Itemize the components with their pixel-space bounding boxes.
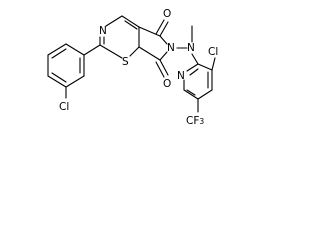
bonds [47, 15, 216, 113]
bond [186, 89, 196, 96]
bond [211, 57, 216, 71]
bond [65, 75, 85, 88]
bond [186, 63, 199, 72]
bond [191, 53, 199, 65]
carbonyl-oxygen-top-label: O [163, 8, 171, 20]
bond [155, 19, 165, 35]
bond [155, 61, 165, 78]
bond [99, 44, 123, 59]
bond [159, 21, 169, 37]
imide-nitrogen-label: N [167, 42, 175, 54]
bond [183, 89, 199, 100]
bond [189, 68, 199, 76]
sulfur-atom-label: S [122, 56, 129, 68]
bond [65, 43, 85, 56]
chlorine-atom-label: Cl [208, 46, 218, 58]
bond [121, 15, 140, 28]
bond [138, 26, 161, 37]
atom-labels: Cl N S O O N N Cl N CF3 [59, 8, 218, 127]
carbonyl-oxygen-bottom-label: O [163, 78, 171, 90]
bond [138, 46, 161, 61]
trifluoromethyl-subscript: 3 [199, 117, 204, 126]
bond [124, 20, 138, 30]
trifluoromethyl-label: CF3 [186, 115, 204, 127]
bond [51, 48, 67, 59]
bond [159, 35, 168, 45]
bond [47, 75, 67, 88]
pyridine-nitrogen-label: N [177, 70, 185, 82]
trifluoromethyl-prefix: CF [186, 115, 199, 127]
chlorine-atom-label: Cl [59, 101, 69, 113]
chemical-structure: Cl N S O O N N Cl N CF3 [47, 8, 218, 127]
bond [197, 63, 213, 71]
bond [129, 46, 140, 57]
amine-nitrogen-label: N [187, 42, 195, 54]
bond [83, 44, 101, 56]
bond [51, 72, 67, 83]
bond [105, 15, 123, 27]
bond [159, 51, 168, 61]
bond [159, 59, 169, 76]
bond [197, 89, 213, 100]
thiazine-nitrogen-label: N [99, 25, 107, 37]
bond [47, 43, 67, 56]
